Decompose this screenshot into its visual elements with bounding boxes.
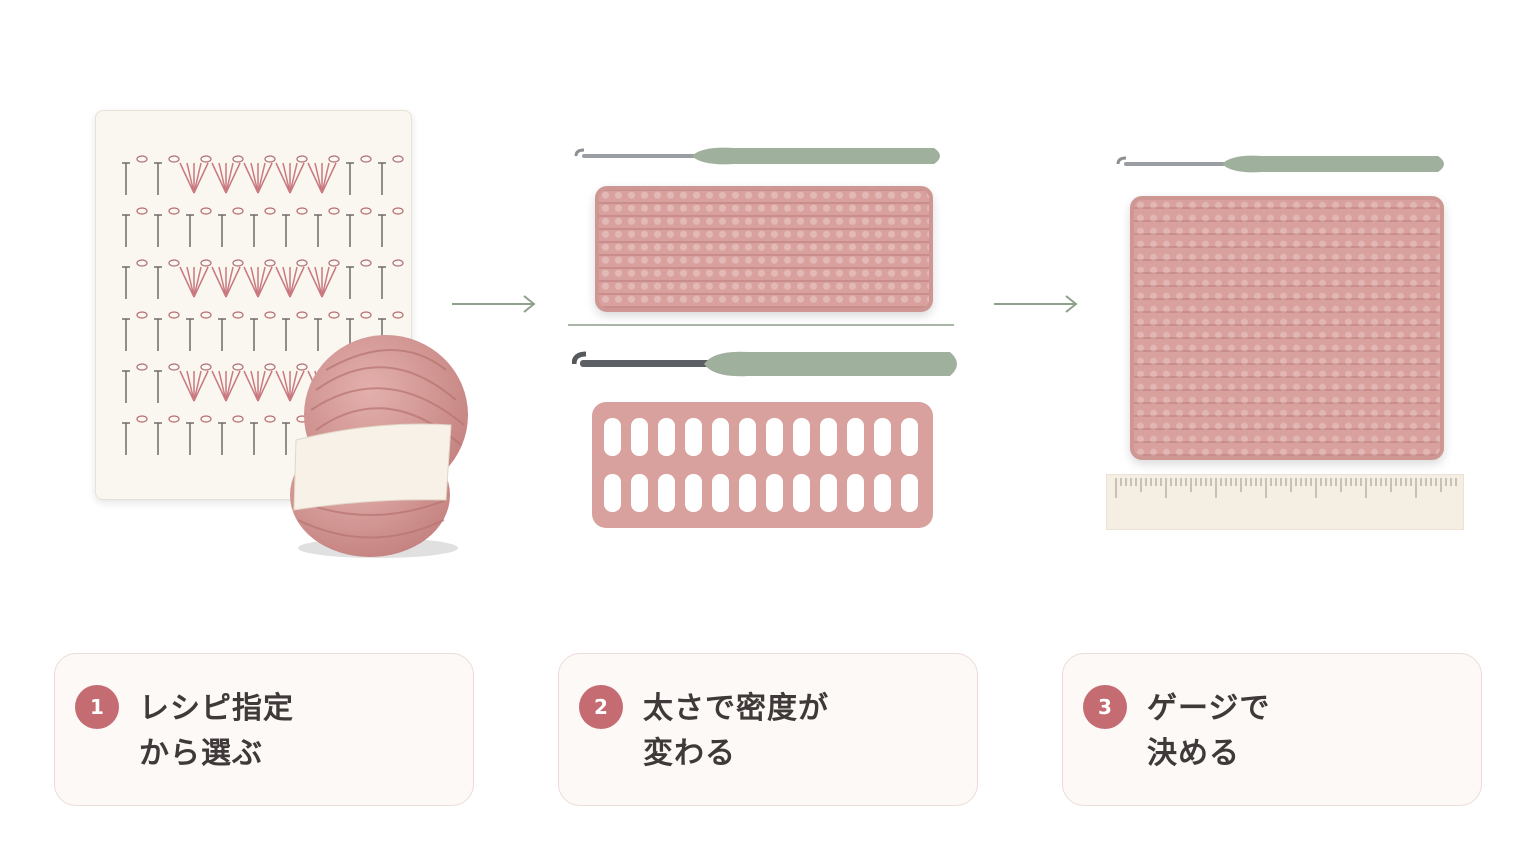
yarn-ball-icon (290, 335, 468, 558)
step-description: 太さで密度が 変わる (643, 686, 829, 776)
step-text-line1: レシピ指定 (139, 691, 294, 726)
step-card-1: 1 レシピ指定 から選ぶ (54, 653, 474, 806)
step-text-line2: 決める (1147, 736, 1240, 771)
crochet-hook-large-icon (572, 351, 957, 377)
step-number-badge: 1 (75, 685, 119, 729)
step-card-3: 3 ゲージで 決める (1062, 653, 1482, 806)
divider-line (568, 324, 954, 326)
single-crochet-swatch (595, 186, 933, 312)
step-card-2: 2 太さで密度が 変わる (558, 653, 978, 806)
arrow-right-icon-2 (994, 295, 1078, 313)
step-description: レシピ指定 から選ぶ (139, 686, 294, 776)
ruler-icon (1106, 474, 1464, 530)
arrow-right-icon (452, 295, 536, 313)
crochet-hook-gauge-icon (1116, 155, 1444, 173)
step-number-badge: 3 (1083, 685, 1127, 729)
crochet-hook-small-icon (574, 147, 940, 165)
crochet-chart-card (95, 110, 412, 500)
step-description: ゲージで 決める (1147, 686, 1270, 776)
double-crochet-swatch (592, 402, 933, 528)
step-number-badge: 2 (579, 685, 623, 729)
step-text-line1: ゲージで (1147, 691, 1271, 726)
gauge-swatch (1130, 196, 1444, 460)
step-text-line1: 太さで密度が (643, 691, 829, 726)
step-text-line2: 変わる (643, 736, 736, 771)
step-text-line2: から選ぶ (139, 736, 263, 771)
